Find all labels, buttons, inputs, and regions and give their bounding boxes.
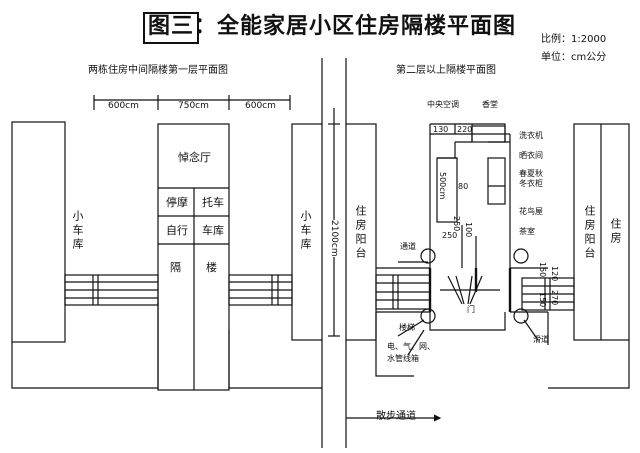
unit-label: 单位：cm公分 bbox=[541, 52, 607, 63]
room-label-4: 车库 bbox=[202, 224, 224, 237]
scale-label: 比例：1:2000 bbox=[541, 34, 607, 45]
dim-600-right: 600cm bbox=[245, 101, 276, 111]
right-plan-subtitle: 第二层以上隔楼平面图 bbox=[396, 65, 496, 76]
dim-100: 100 bbox=[464, 222, 473, 238]
incense-room-label: 香堂 bbox=[482, 100, 498, 109]
left-balcony-label: 住房阳台 bbox=[354, 205, 367, 261]
right-balcony-label: 住房阳台 bbox=[583, 205, 596, 261]
central-ac-label: 中央空调 bbox=[427, 100, 459, 109]
drying-room-label: 晒衣间 bbox=[519, 151, 543, 160]
dim-130: 130 bbox=[433, 125, 449, 134]
right-garage-block bbox=[291, 123, 323, 341]
page-title: 图三：全能家居小区住房隔楼平面图 bbox=[148, 14, 517, 39]
memorial-hall-label: 悼念厅 bbox=[178, 151, 211, 164]
dim-250-horizontal: 250 bbox=[442, 231, 458, 240]
door-label: 门 bbox=[467, 305, 475, 314]
title-frame bbox=[143, 12, 199, 44]
dim-750: 750cm bbox=[178, 101, 209, 111]
passage-label: 通道 bbox=[400, 242, 416, 251]
dim-120: 120 bbox=[550, 266, 559, 282]
left-plan-subtitle: 两栋住房中间隔楼第一层平面图 bbox=[88, 65, 228, 76]
utility-label-1: 电、气、网、 bbox=[387, 342, 435, 351]
right-house-label: 住房 bbox=[609, 218, 622, 246]
dim-600-left: 600cm bbox=[108, 101, 139, 111]
dim-250-vertical: 250 bbox=[452, 216, 461, 232]
utility-label-2: 水管线箱 bbox=[387, 354, 419, 363]
dim-150-lower: 150 bbox=[538, 292, 547, 308]
dim-270: 270 bbox=[550, 290, 559, 306]
stair-label-2: 楼 bbox=[206, 261, 217, 274]
wardrobe-label-2: 冬衣柜 bbox=[519, 179, 543, 188]
stair-label-1: 隔 bbox=[170, 261, 181, 274]
flower-bird-room-label: 花鸟屋 bbox=[519, 207, 543, 216]
wardrobe-label-1: 春夏秋 bbox=[519, 169, 543, 178]
road-dimension-label: 2100cm bbox=[329, 220, 339, 257]
washer-label: 洗衣机 bbox=[519, 131, 543, 140]
left-balcony-block bbox=[345, 123, 377, 341]
left-garage-label: 小车库 bbox=[71, 210, 84, 252]
slide-label: 滑道 bbox=[533, 335, 549, 344]
dim-220: 220 bbox=[457, 125, 473, 134]
room-label-2: 托车 bbox=[202, 196, 224, 209]
walking-path-label: 散步通道 bbox=[376, 411, 416, 422]
room-label-3: 自行 bbox=[166, 224, 188, 237]
room-label-1: 停摩 bbox=[166, 196, 188, 209]
tea-room-label: 茶室 bbox=[519, 227, 535, 236]
left-garage-block bbox=[11, 121, 66, 343]
dim-80: 80 bbox=[458, 182, 469, 191]
dim-500cm: 500cm bbox=[438, 172, 447, 200]
right-garage-label: 小车库 bbox=[299, 210, 312, 252]
stairs-label: 楼梯 bbox=[399, 323, 415, 332]
dim-150-upper: 150 bbox=[538, 262, 547, 278]
